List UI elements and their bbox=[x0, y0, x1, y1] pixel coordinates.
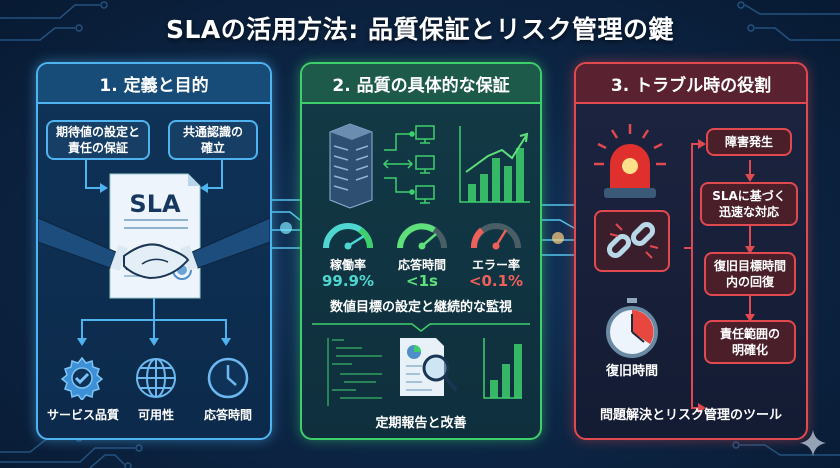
gauge-value-uptime: 99.9% bbox=[321, 272, 375, 290]
uptime-gauge-icon bbox=[323, 223, 373, 250]
stopwatch-label: 復旧時間 bbox=[605, 364, 658, 379]
panel-definition: 1. 定義と目的 期待値の設定と 責任の保証 共通認識の 確立 SLA bbox=[36, 62, 272, 440]
panel-heading: 1. 定義と目的 bbox=[38, 64, 270, 104]
report-illustration bbox=[327, 338, 522, 406]
panel-quality: 2. 品質の具体的な保証 bbox=[300, 62, 542, 440]
icon-label-response-time: 応答時間 bbox=[203, 408, 252, 422]
flow-step-text: 責任範囲の bbox=[719, 327, 780, 341]
stopwatch-icon bbox=[606, 298, 658, 358]
trouble-footer: 問題解決とリスク管理のツール bbox=[599, 408, 782, 423]
flow-step-incident: 障害発生 bbox=[706, 128, 792, 156]
report-caption: 定期報告と改善 bbox=[375, 416, 467, 431]
flow-arrows bbox=[684, 139, 755, 413]
gauge-label-uptime: 稼働率 bbox=[329, 258, 366, 272]
flow-step-recovery: 復旧目標時間 内の回復 bbox=[704, 252, 796, 296]
flow-step-text: 明確化 bbox=[731, 343, 768, 357]
flow-step-text: SLAに基づく bbox=[712, 189, 786, 203]
page-title: SLAの活用方法: 品質保証とリスク管理の鍵 bbox=[166, 15, 674, 44]
flow-step-text: 迅速な対応 bbox=[718, 205, 779, 219]
flow-step-responsibility: 責任範囲の 明確化 bbox=[704, 320, 796, 364]
flow-step-text: 内の回復 bbox=[725, 275, 774, 289]
box-text: 期待値の設定と bbox=[55, 125, 140, 139]
gauge-value-response-time: <1s bbox=[406, 272, 438, 290]
icon-label-availability: 可用性 bbox=[137, 408, 174, 422]
broken-chain-icon bbox=[606, 221, 659, 259]
icon-label-service-quality: サービス品質 bbox=[46, 408, 119, 422]
svg-text:SLA: SLA bbox=[129, 190, 181, 218]
box-expectation-setting: 期待値の設定と 責任の保証 bbox=[46, 120, 150, 160]
monitoring-caption: 数値目標の設定と継続的な監視 bbox=[329, 300, 512, 315]
flow-step-rapid-response: SLAに基づく 迅速な対応 bbox=[700, 182, 798, 226]
box-common-understanding: 共通認識の 確立 bbox=[168, 120, 258, 160]
box-text: 責任の保証 bbox=[67, 141, 128, 155]
gear-check-icon bbox=[60, 356, 104, 400]
broken-link-box bbox=[594, 210, 670, 272]
clock-icon bbox=[207, 357, 249, 399]
gauge-label-response-time: 応答時間 bbox=[397, 258, 446, 272]
flow-step-text: 障害発生 bbox=[724, 135, 773, 149]
globe-icon bbox=[136, 358, 176, 398]
panel-heading: 3. トラブル時の役割 bbox=[576, 64, 806, 104]
box-text: 共通認識の bbox=[182, 125, 243, 139]
sparkle-watermark-icon bbox=[800, 430, 826, 456]
sla-handshake-illustration: SLA bbox=[38, 160, 270, 346]
panel-heading: 2. 品質の具体的な保証 bbox=[302, 64, 540, 104]
panel-trouble: 3. トラブル時の役割 復旧時間 bbox=[574, 62, 808, 440]
gauge-value-error-rate: <0.1% bbox=[468, 272, 524, 290]
gauge-label-error-rate: エラー率 bbox=[471, 258, 520, 272]
error-rate-gauge-icon bbox=[471, 223, 521, 250]
alarm-siren-icon bbox=[594, 124, 666, 198]
section-divider bbox=[312, 323, 530, 332]
flow-step-text: 復旧目標時間 bbox=[713, 259, 786, 273]
box-text: 確立 bbox=[200, 141, 225, 155]
response-time-gauge-icon bbox=[397, 223, 447, 250]
server-network-chart-illustration bbox=[329, 123, 530, 209]
